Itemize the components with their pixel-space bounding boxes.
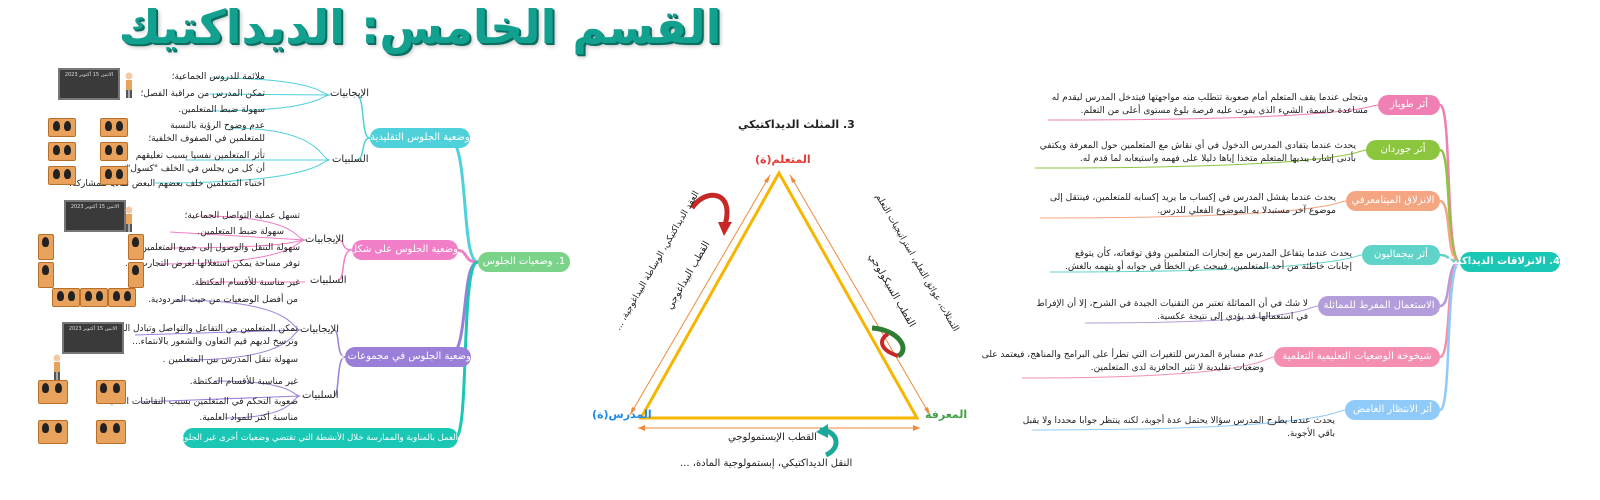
drift-item-6-label[interactable]: شيخوخة الوضعيات التعليمية التعلمية: [1274, 347, 1440, 367]
drift-item-4-description: يحدث عندما يتفاعل المدرس مع إنجازات المت…: [1064, 249, 1352, 272]
board-date-2: الاثنين 15 أكتوبر 2023: [70, 204, 120, 210]
drift-item-4-label[interactable]: أثر بيجماليون: [1362, 245, 1440, 265]
group-desk: [96, 420, 126, 444]
u-shape-desk: [108, 288, 136, 307]
ushape-cons-label: السلبيات: [310, 275, 347, 286]
u-shape-desk: [128, 234, 144, 260]
vertex-knowledge: المعرفة: [925, 408, 968, 421]
groups-con-3: مناسبة أكثر للمواد العلمية.: [199, 413, 298, 423]
ushape-pro-2: سهولة ضبط المتعلمين.: [197, 227, 284, 237]
traditional-con-2: للمتعلمين في الصفوف الخلفية؛: [148, 134, 265, 144]
right-root-node[interactable]: 4. الانزلاقات الديداكتيكية: [1438, 252, 1560, 272]
drift-item-2-label[interactable]: أثر جوردان: [1366, 140, 1440, 160]
branch-alternative-positions[interactable]: العمل بالمناوبة والممارسة خلال الأنشطة ا…: [171, 428, 458, 448]
u-shape-desk: [80, 288, 108, 307]
drift-item-5-description: لا شك في أن المماثلة تعتبر من التقنيات ا…: [1036, 299, 1308, 322]
vertex-teacher: المدرس(ة): [592, 408, 652, 421]
traditional-pro-1: ملائمة للدروس الجماعية؛: [171, 72, 265, 82]
u-shape-desk: [52, 288, 80, 307]
u-shape-desk: [38, 262, 54, 288]
groups-pros-label: الإيجابيات: [300, 324, 340, 335]
drift-item-7-label[interactable]: أثر الانتظار الغامض: [1345, 400, 1440, 420]
classroom-board-1: الاثنين 15 أكتوبر 2023: [58, 68, 120, 100]
traditional-desk: [100, 166, 128, 185]
drift-item-7-description: يحدث عندما يطرح المدرس سؤالا يحتمل عدة أ…: [1022, 416, 1335, 439]
traditional-desk: [100, 118, 128, 137]
classroom-board-2: الاثنين 15 أكتوبر 2023: [64, 200, 126, 232]
groups-con-1: غير مناسبة للأقسام المكتظة.: [189, 377, 298, 387]
traditional-desk: [100, 142, 128, 161]
traditional-con-5: اختباء المتعلمين خلف بعضهم البعض تفاديا …: [69, 179, 265, 189]
groups-pro-4: سهولة تنقل المدرس بين المتعلمين .: [162, 355, 299, 365]
drift-item-2-description: يحدث عندما يتفادى المدرس الدخول في أي نق…: [1039, 141, 1356, 164]
traditional-con-1: عدم وضوح الرؤية بالنسبة: [170, 121, 265, 131]
ushape-pros-label: الإيجابيات: [305, 234, 345, 245]
branch-u-shape-seating[interactable]: وضعية الجلوس على شكل حرف U: [314, 240, 458, 260]
traditional-desk: [48, 166, 76, 185]
u-shape-desk: [128, 262, 144, 288]
board-date-3: الاثنين 15 أكتوبر 2023: [68, 326, 118, 332]
ushape-pro-4: توفر مساحة يمكن استغلالها لعرض التجارب، …: [125, 259, 300, 269]
page-title: القسم الخامس: الديداكتيك: [118, 0, 722, 54]
board-date-1: الاثنين 15 أكتوبر 2023: [64, 72, 114, 78]
group-desk: [96, 380, 126, 404]
classroom-board-3: الاثنين 15 أكتوبر 2023: [62, 322, 124, 354]
teacher-figure-icon: [53, 354, 61, 380]
left-root-node[interactable]: 1. وضعيات الجلوس: [478, 252, 570, 272]
traditional-pro-3: سهولة ضبط المتعلمين.: [178, 105, 265, 115]
u-shape-desk: [38, 234, 54, 260]
ushape-pro-1: تسهل عملية التواصل الجماعية؛: [184, 211, 300, 221]
traditional-pro-2: تمكن المدرس من مراقبة الفصل؛: [140, 89, 265, 99]
traditional-con-3: تأثر المتعلمين نفسيا بسبب تعليقهم: [135, 151, 265, 161]
groups-pro-2: تمكن المتعلمين من التفاعل والتواصل وتباد…: [98, 324, 298, 334]
drift-item-3-description: يحدث عندما يفشل المدرس في إكساب ما يريد …: [1050, 193, 1336, 216]
triangle-heading: 3. المثلث الديداكتيكي: [738, 118, 855, 131]
drift-item-5-label[interactable]: الاستعمال المفرط للمماثلة: [1318, 296, 1440, 316]
drift-item-1-label[interactable]: أثر طوباز: [1378, 95, 1440, 115]
traditional-con-4: أن كل من يجلس في الخلف "كسول"؛: [123, 164, 265, 174]
groups-con-2: صعوبة التحكم في المتعلمين بسبب النقاشات …: [102, 397, 298, 407]
ushape-pro-3: سهولة التنقل والوصول إلى جميع المتعلمين.: [137, 243, 300, 253]
group-desk: [38, 380, 68, 404]
branch-group-seating[interactable]: وضعية الجلوس في مجموعات صغيرة: [317, 347, 471, 367]
teacher-figure-icon: [125, 72, 133, 98]
groups-cons-label: السلبيات: [302, 390, 339, 401]
epistemological-pole-sub: النقل الديداكتيكي، إبستمولوجية المادة، .…: [680, 458, 853, 469]
groups-pro-1: من أفضل الوضعيات من حيث المردودية.: [148, 295, 298, 305]
drift-item-3-label[interactable]: الانزلاق الميتامعرفي: [1346, 191, 1440, 211]
group-desk: [38, 420, 68, 444]
epistemological-pole-label: القطب الإبستمولوجي: [728, 432, 817, 443]
drift-item-1-description: ويتجلى عندما يقف المتعلم أمام صعوبة تتطل…: [1051, 93, 1368, 116]
teacher-figure-icon: [125, 206, 133, 232]
traditional-pros-label: الإيجابيات: [330, 88, 370, 99]
traditional-cons-label: السلبيات: [332, 154, 369, 165]
vertex-learner: المتعلم(ة): [755, 153, 811, 166]
branch-traditional-seating[interactable]: وضعية الجلوس التقليدية: [370, 128, 470, 148]
traditional-desk: [48, 118, 76, 137]
drift-item-6-description: عدم مسايرة المدرس للتغيرات التي تطرأ على…: [981, 350, 1264, 373]
traditional-desk: [48, 142, 76, 161]
groups-pro-3: وترسخ لديهم قيم التعاون والشعور بالانتما…: [132, 337, 298, 347]
ushape-con-1: غير مناسبة للأقسام المكتظة.: [191, 278, 300, 288]
